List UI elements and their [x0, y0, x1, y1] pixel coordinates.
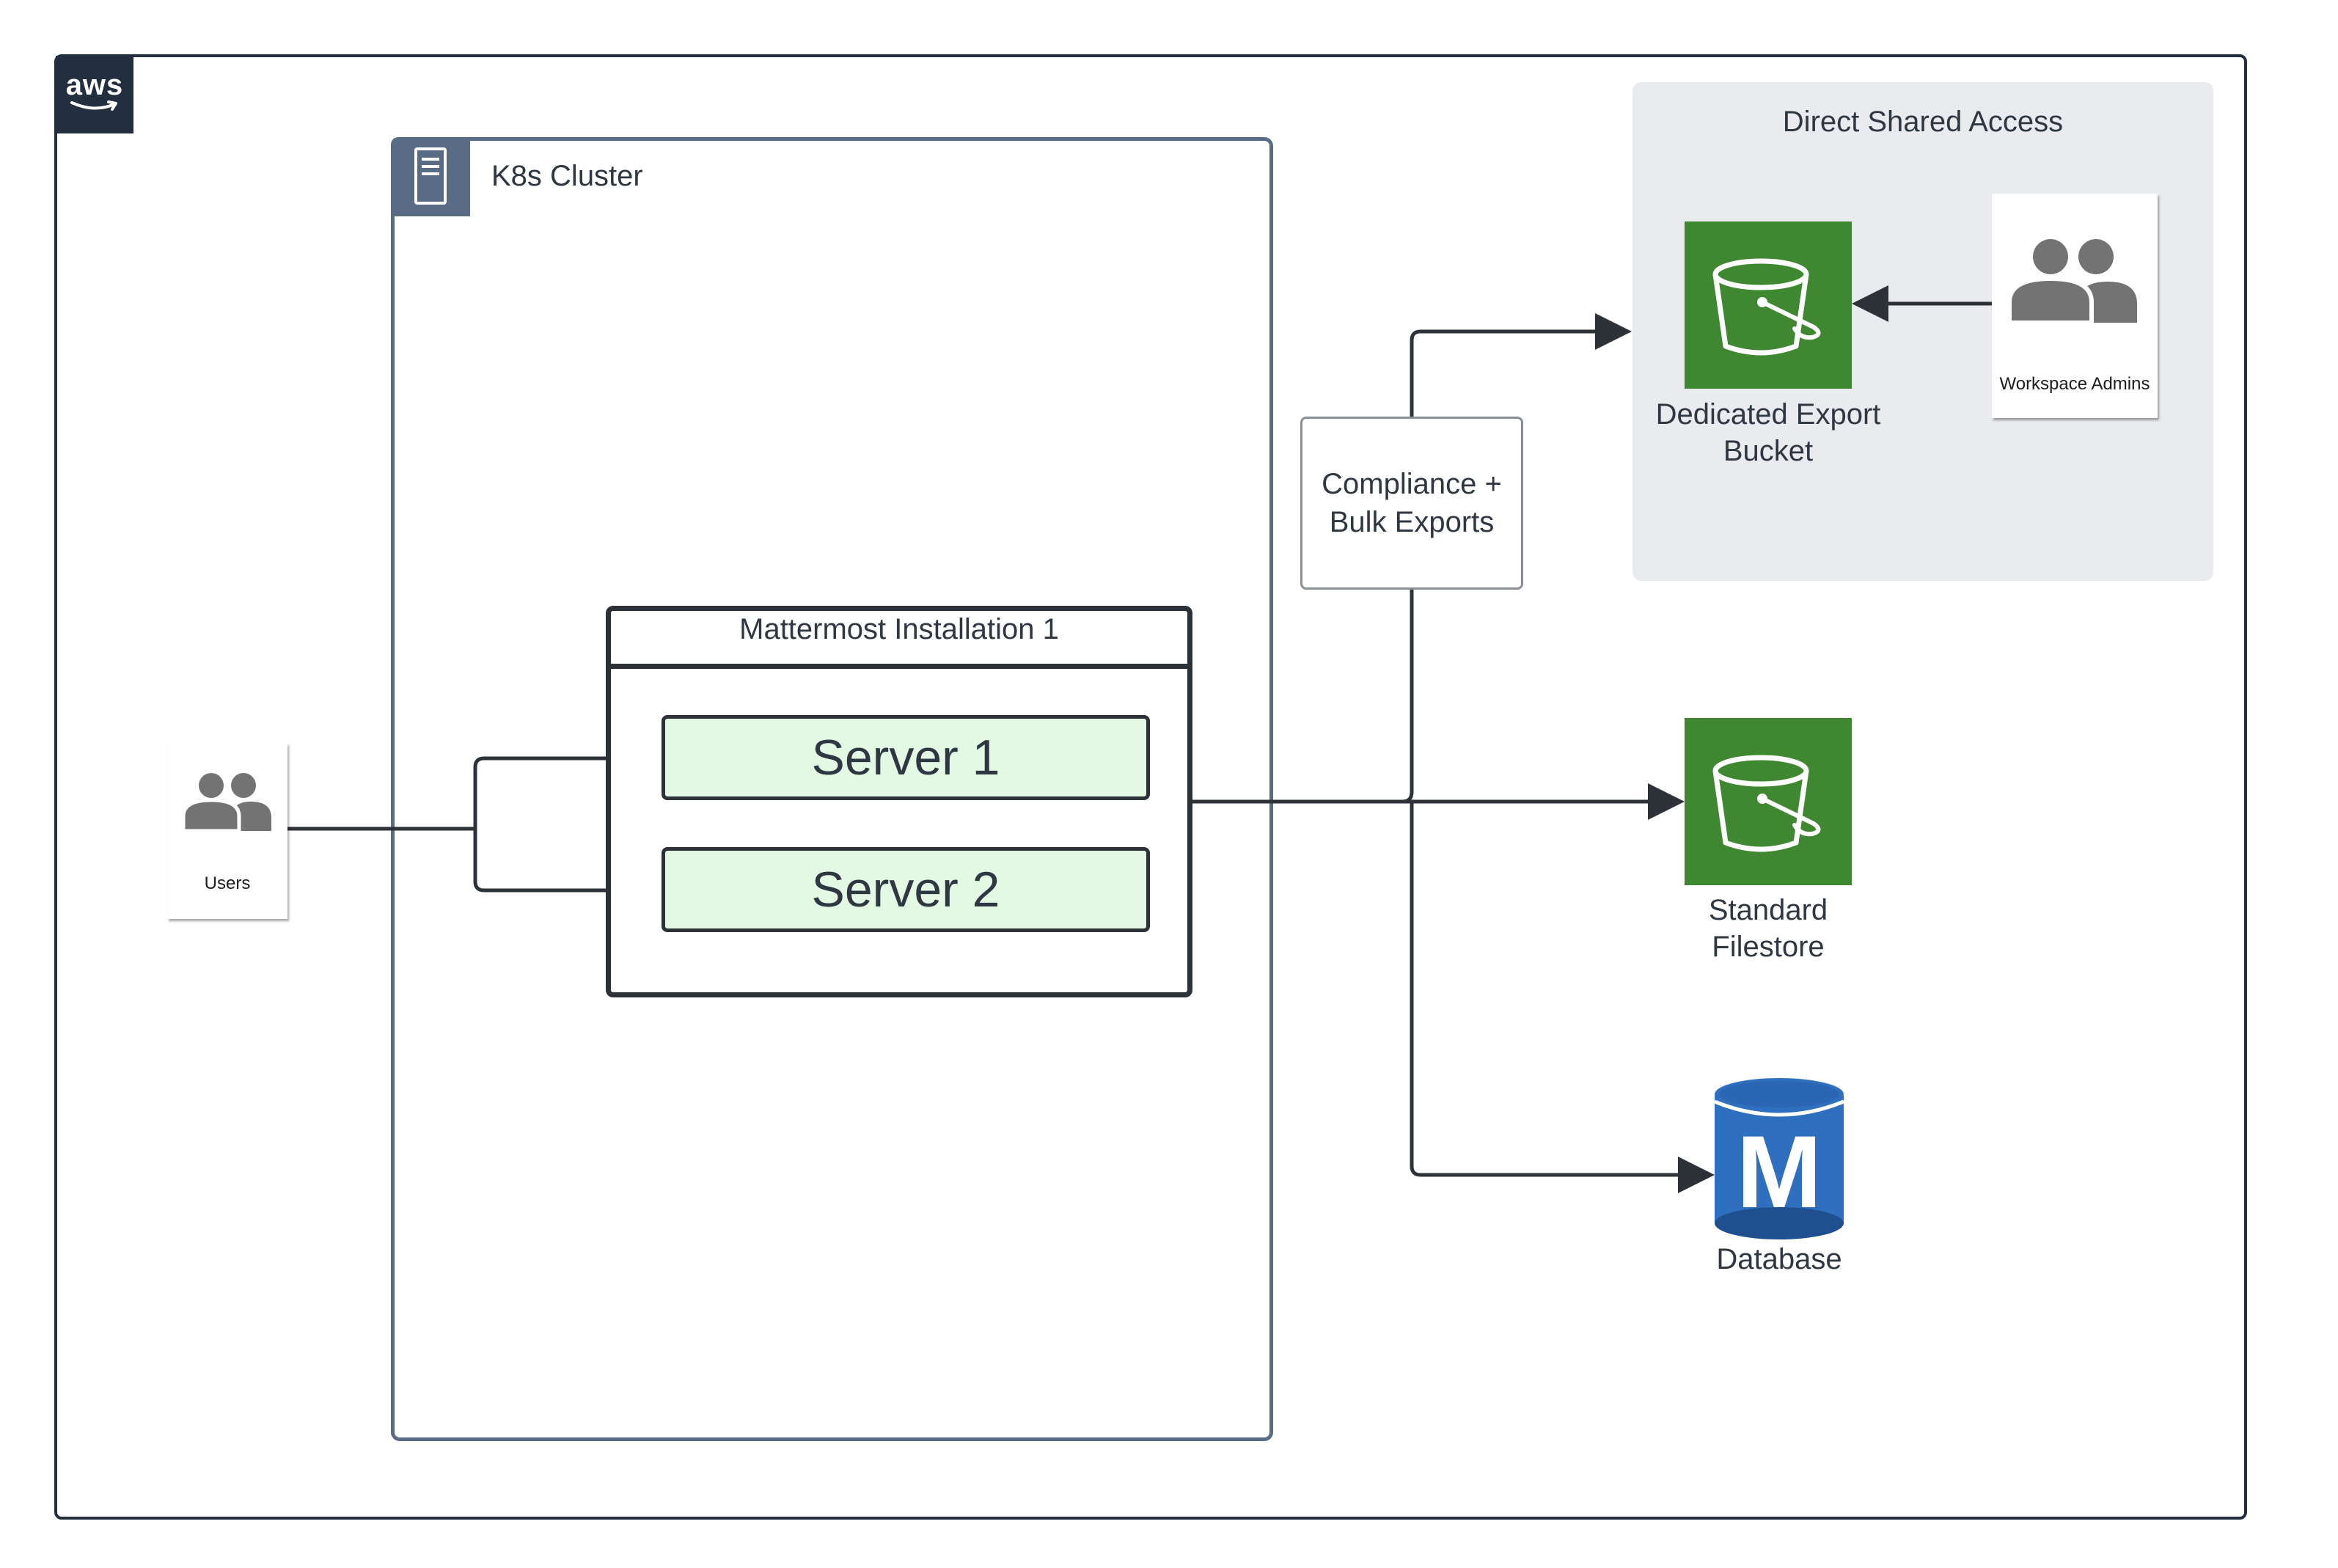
dedicated-export-bucket-label-line-1: Dedicated Export: [1655, 398, 1881, 431]
aws-logo-text: aws: [65, 69, 124, 101]
users-actor[interactable]: Users: [167, 743, 287, 919]
workspace-admins-label: Workspace Admins: [1999, 374, 2150, 394]
standard-filestore-label-line-1: Standard: [1708, 894, 1828, 926]
mattermost-installation-label: Mattermost Installation 1: [739, 613, 1059, 645]
standard-filestore-label-line-2: Filestore: [1712, 931, 1825, 963]
dedicated-export-bucket-label: Dedicated Export Bucket: [1610, 396, 1926, 469]
compliance-trunk: [1401, 590, 1414, 804]
server-2-label: Server 2: [811, 862, 1000, 917]
compliance-line-2: Bulk Exports: [1329, 506, 1495, 538]
k8s-cluster-boundary: [391, 137, 1273, 1441]
arrow-users-to-server-1: [473, 740, 662, 829]
compliance-line-1: Compliance +: [1322, 468, 1502, 500]
arrow-compliance-to-dedicated-bucket: [1410, 313, 1632, 417]
database-label: Database: [1716, 1243, 1842, 1275]
workspace-admins-icon: [2007, 239, 2137, 325]
aws-smile-icon: [70, 100, 117, 111]
compliance-bulk-exports[interactable]: Compliance + Bulk Exports: [1300, 417, 1523, 590]
users-label: Users: [204, 873, 251, 893]
standard-filestore-bucket[interactable]: [1685, 718, 1852, 885]
dedicated-export-bucket[interactable]: [1685, 221, 1852, 389]
dedicated-export-bucket-label-line-2: Bucket: [1723, 435, 1814, 467]
arrow-users-to-server-2: [473, 829, 662, 909]
users-group-icon: [181, 773, 271, 833]
server-rack-icon: [391, 137, 470, 216]
aws-cloud-boundary: [54, 54, 2247, 1520]
server-1-label: Server 1: [811, 730, 1000, 785]
standard-filestore-label: Standard Filestore: [1610, 892, 1926, 965]
server-1[interactable]: Server 1: [662, 715, 1150, 800]
database-letter: M: [1737, 1114, 1822, 1229]
s3-bucket-icon: [1712, 755, 1821, 852]
mattermost-installation: [606, 606, 1192, 997]
s3-bucket-icon: [1712, 258, 1821, 356]
server-2[interactable]: Server 2: [662, 847, 1150, 932]
database-cylinder-icon[interactable]: M: [1715, 1077, 1844, 1247]
k8s-cluster-label: K8s Cluster: [491, 160, 643, 192]
workspace-admins-actor[interactable]: Workspace Admins: [1992, 194, 2158, 418]
direct-shared-access-label: Direct Shared Access: [1782, 106, 2064, 138]
arrow-to-database: [1410, 802, 1715, 1193]
aws-logo: aws: [56, 56, 133, 133]
mattermost-installation-header: [606, 606, 1192, 669]
